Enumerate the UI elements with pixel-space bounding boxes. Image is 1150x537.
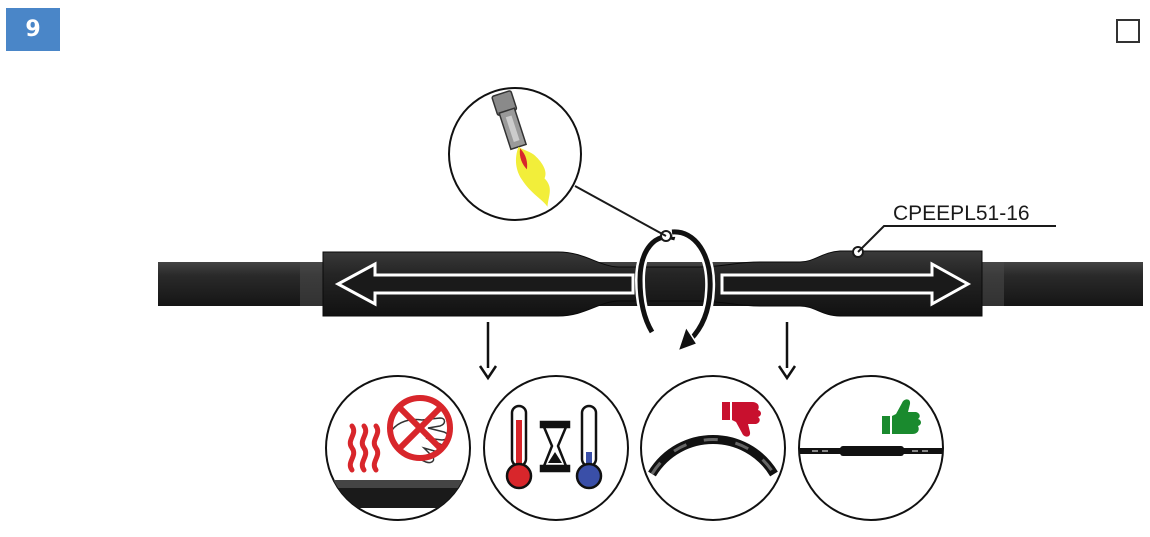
part-label-leader: CPEEPL51-16 xyxy=(852,202,1056,258)
step-number: 9 xyxy=(25,17,41,42)
straight-cable-thumbs-up-icon xyxy=(798,375,944,521)
hot-cold-hourglass-icon xyxy=(483,375,629,521)
step-complete-checkbox[interactable] xyxy=(1116,19,1140,43)
heat-no-touch-icon xyxy=(325,375,471,521)
down-arrow-right xyxy=(777,322,797,381)
heat-shrink-sleeve xyxy=(322,250,983,317)
step-number-badge: 9 xyxy=(6,8,60,51)
bent-cable-thumbs-down-icon xyxy=(640,375,786,521)
down-arrow-left xyxy=(478,322,498,381)
part-label: CPEEPL51-16 xyxy=(893,202,1030,225)
rotate-around-icon xyxy=(574,185,716,353)
torch-flame-icon xyxy=(448,87,582,221)
